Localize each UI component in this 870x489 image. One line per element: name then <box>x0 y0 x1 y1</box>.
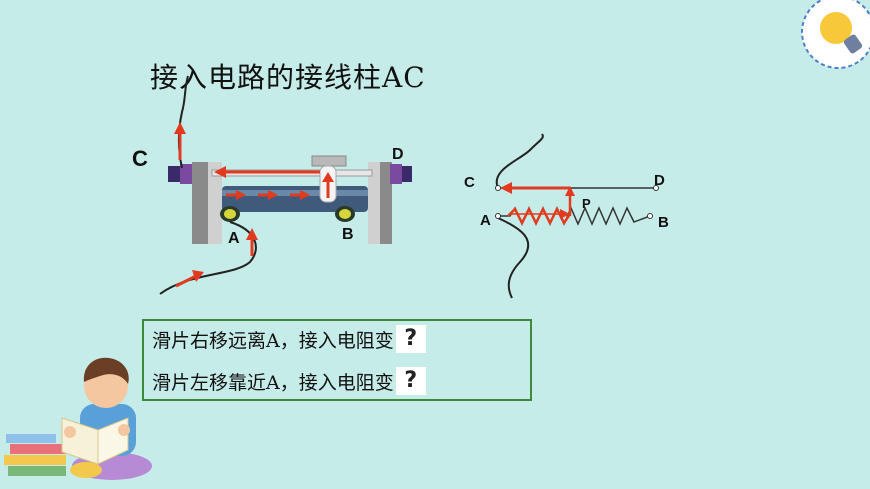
question-box: 滑片右移远离A，接入电阻变 ? 滑片左移靠近A，接入电阻变 ? <box>142 319 532 401</box>
schematic-label-d: D <box>654 172 665 189</box>
schematic-label-a: A <box>480 212 491 229</box>
question-1: 滑片右移远离A，接入电阻变 ? <box>152 325 426 353</box>
schematic-label-p: P <box>582 196 591 211</box>
question-1-text: 滑片右移远离A，接入电阻变 <box>152 329 394 352</box>
schematic-label-b: B <box>658 214 669 231</box>
device-label-a: A <box>228 230 240 247</box>
question-2-text: 滑片左移靠近A，接入电阻变 <box>152 371 394 394</box>
device-label-c: C <box>132 146 148 171</box>
page-title: 接入电路的接线柱AC <box>150 61 426 94</box>
question-2-mark: ? <box>395 367 426 395</box>
device-label-b: B <box>342 226 354 243</box>
question-1-mark: ? <box>395 325 426 353</box>
device-label-d: D <box>392 146 404 163</box>
schematic-label-c: C <box>464 174 475 191</box>
question-2: 滑片左移靠近A，接入电阻变 ? <box>152 367 426 395</box>
